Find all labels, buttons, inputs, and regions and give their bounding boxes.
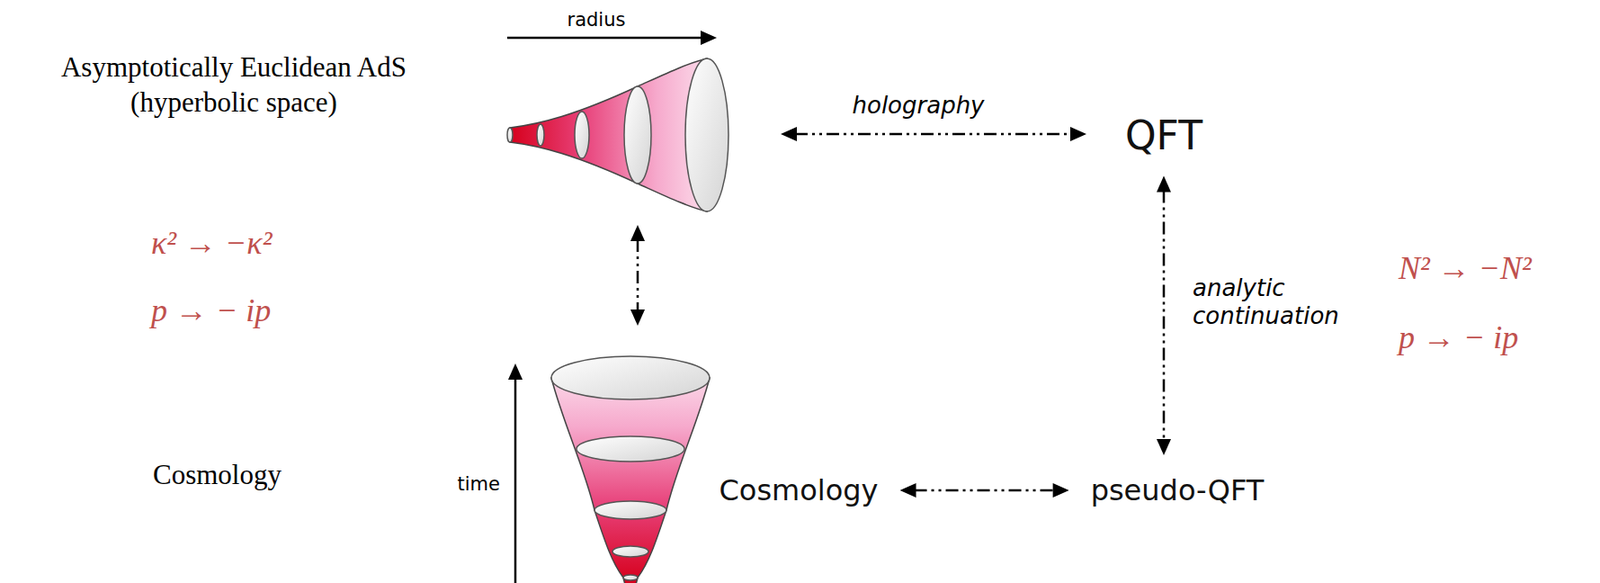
time-arrow xyxy=(508,363,523,583)
math-rule: p → − ip xyxy=(151,291,271,330)
axis-label: radius xyxy=(567,8,626,31)
node-text: QFT xyxy=(1125,112,1203,159)
math-rule: p → − ip xyxy=(1398,318,1519,357)
concept-node: Cosmology xyxy=(709,467,887,513)
axis-label: time xyxy=(457,473,501,495)
radius-arrow xyxy=(507,30,717,45)
node-text: pseudo-QFT xyxy=(1090,473,1265,508)
edge-label: analytic continuation xyxy=(1192,274,1377,331)
concept-node: pseudo-QFT xyxy=(1081,467,1274,513)
hyperbolic-cone xyxy=(507,58,729,212)
region-title: Cosmology xyxy=(152,458,282,492)
dashed-connector xyxy=(1156,176,1171,456)
cosmology-cone xyxy=(551,356,710,583)
math-rule: κ² → −κ² xyxy=(151,223,272,262)
dashed-connector xyxy=(900,482,1070,498)
node-text: Cosmology xyxy=(718,473,878,508)
arrow-label: holography xyxy=(851,91,984,119)
region-title: Asymptotically Euclidean AdS (hyperbolic… xyxy=(8,50,459,121)
concept-node: QFT xyxy=(1116,107,1212,164)
continuation-arrow xyxy=(630,224,645,326)
math-rule: N² → −N² xyxy=(1398,249,1532,287)
holography-arrow xyxy=(780,126,1087,142)
